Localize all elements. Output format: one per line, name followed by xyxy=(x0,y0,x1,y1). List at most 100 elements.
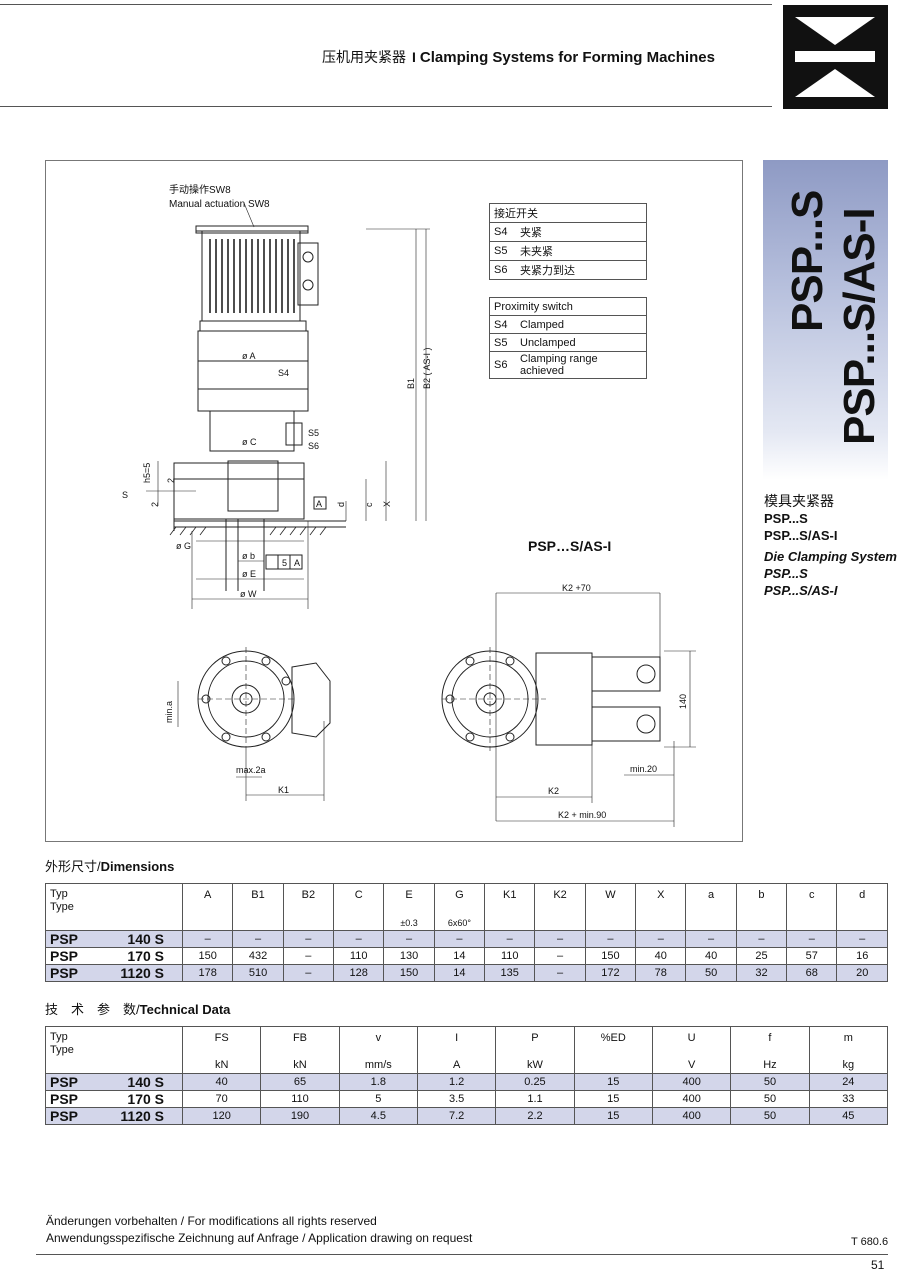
table-cell: 14 xyxy=(433,947,486,965)
technical-title-en: Technical Data xyxy=(139,1002,231,1017)
table-cell: 110 xyxy=(484,947,536,965)
table-cell: – xyxy=(333,930,385,948)
legend-cn-text: 夹紧 xyxy=(516,222,647,242)
table-cell: 15 xyxy=(573,1107,653,1125)
type-model: 170 S xyxy=(127,948,164,964)
type-model: 1120 S xyxy=(120,965,164,981)
label-dia-g: ø G xyxy=(176,541,191,551)
dim-header: d xyxy=(836,883,888,931)
table-cell: 15 xyxy=(573,1073,653,1091)
table-cell: 33 xyxy=(808,1090,889,1108)
label-x: X xyxy=(382,501,392,507)
type-model: 140 S xyxy=(127,931,164,947)
label-dia-c: ø C xyxy=(242,437,257,447)
tech-unit: A xyxy=(452,1059,461,1071)
label-140: 140 xyxy=(678,694,688,709)
tech-unit: kN xyxy=(293,1059,307,1071)
typ-label: Typ xyxy=(50,1031,68,1043)
type-prefix: PSP xyxy=(50,1091,79,1107)
table-cell: 190 xyxy=(260,1107,340,1125)
label-s: S xyxy=(122,490,128,500)
side-cn-name: 模具夹紧器 xyxy=(764,493,834,509)
table-cell: 50 xyxy=(730,1107,810,1125)
footer-note-2: Anwendungsspezifische Zeichnung auf Anfr… xyxy=(46,1231,473,1245)
label-manual-en: Manual actuation SW8 xyxy=(169,199,270,210)
dim-header: K1 xyxy=(484,883,536,931)
table-cell: 57 xyxy=(786,947,838,965)
table-cell: 14 xyxy=(433,964,486,982)
company-logo xyxy=(783,5,888,109)
side-product-info: 模具夹紧器 PSP...S PSP...S/AS-I Die Clamping … xyxy=(764,493,897,599)
label-dia-a: ø A xyxy=(242,351,256,361)
header-title-cn: 压机用夹紧器 xyxy=(322,49,406,65)
table-cell: 0.25 xyxy=(495,1073,575,1091)
legend-en-text: Clamping range achieved xyxy=(516,351,647,379)
table-cell: – xyxy=(383,930,435,948)
dim-header-tolerance: ±0.3 xyxy=(400,918,418,928)
table-cell: 3.5 xyxy=(416,1090,497,1108)
table-cell: 1.1 xyxy=(495,1090,575,1108)
table-cell: 45 xyxy=(808,1107,889,1125)
table-cell: – xyxy=(232,930,284,948)
table-cell: 150 xyxy=(181,947,234,965)
dim-header: A xyxy=(181,883,234,931)
dim-header: K2 xyxy=(534,883,586,931)
table-cell: 32 xyxy=(735,964,788,982)
table-cell: 65 xyxy=(260,1073,340,1091)
table-cell: 7.2 xyxy=(416,1107,497,1125)
type-model: 1120 S xyxy=(120,1108,164,1124)
dim-header: a xyxy=(685,883,737,931)
table-cell: 4.5 xyxy=(338,1107,418,1125)
table-cell: – xyxy=(181,930,234,948)
table-cell: 150 xyxy=(383,964,435,982)
table-cell: – xyxy=(433,930,486,948)
type-prefix: PSP xyxy=(50,948,79,964)
table-cell: 50 xyxy=(730,1073,810,1091)
header-separator: I xyxy=(412,49,416,65)
type-model: 140 S xyxy=(127,1074,164,1090)
label-dia-w: ø W xyxy=(240,589,257,599)
dimensions-title-en: Dimensions xyxy=(100,859,175,874)
legend-en-code: S6 xyxy=(489,351,516,379)
dimensions-title: 外形尺寸/Dimensions xyxy=(45,856,174,875)
dim-header: b xyxy=(735,883,788,931)
legend-cn-text: 夹紧力到达 xyxy=(516,260,647,280)
tech-unit: Hz xyxy=(763,1059,777,1071)
side-model-2: PSP...S/AS-I xyxy=(764,528,838,543)
label-two: 2 xyxy=(166,478,176,483)
table-cell: 78 xyxy=(635,964,687,982)
technical-drawing: 手动操作SW8 Manual actuation SW8 ø A S4 ø C … xyxy=(122,183,696,827)
label-b2: B2 ( AS-I ) xyxy=(422,347,432,389)
table-cell: – xyxy=(282,947,335,965)
table-cell: 510 xyxy=(232,964,284,982)
table-cell: – xyxy=(584,930,637,948)
table-cell: 40 xyxy=(685,947,737,965)
label-two-b: 2 xyxy=(150,502,160,507)
table-cell: 25 xyxy=(735,947,788,965)
table-cell: 1.8 xyxy=(338,1073,418,1091)
table-cell: – xyxy=(635,930,687,948)
tech-unit: kg xyxy=(842,1059,855,1071)
dim-header: C xyxy=(333,883,385,931)
table-cell: 432 xyxy=(232,947,284,965)
table-cell: – xyxy=(786,930,838,948)
table-cell: 150 xyxy=(584,947,637,965)
legend-cn-title: 接近开关 xyxy=(489,203,647,223)
technical-title-cn: 技 术 参 数/ xyxy=(45,1002,140,1017)
table-cell: – xyxy=(534,930,586,948)
dim-header: E±0.3 xyxy=(383,883,435,931)
label-dia-b: ø b xyxy=(242,551,255,561)
table-cell: 70 xyxy=(181,1090,262,1108)
type-prefix: PSP xyxy=(50,1074,79,1090)
